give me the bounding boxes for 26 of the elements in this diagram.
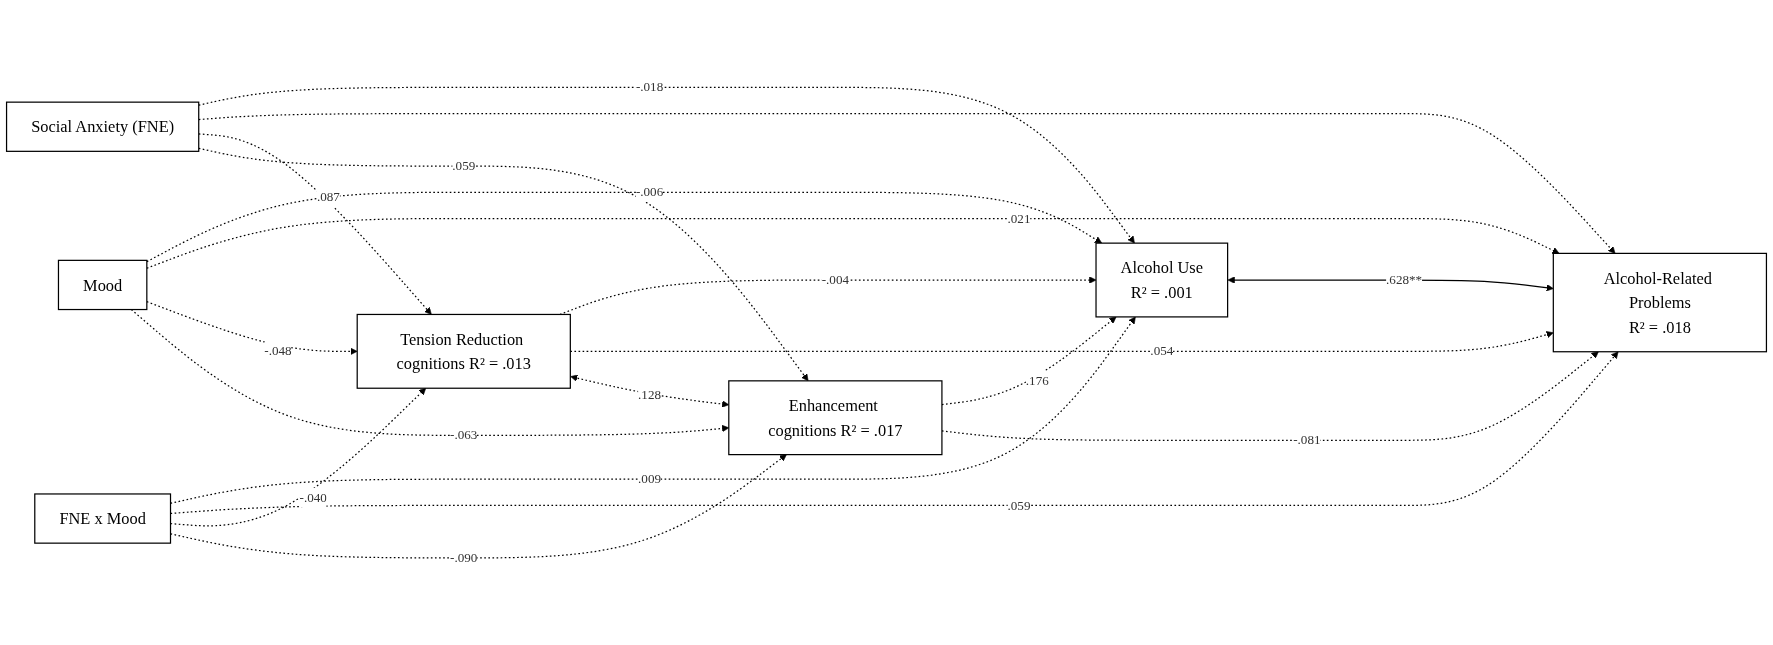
edge-label: -.048 bbox=[264, 343, 292, 358]
node-box: Alcohol-Related Problems R² = .018 bbox=[1552, 252, 1768, 353]
node-box: Enhancement cognitions R² = .017 bbox=[728, 380, 943, 456]
node-box: Alcohol Use R² = .001 bbox=[1095, 242, 1229, 318]
edge-label: .176 bbox=[1025, 372, 1049, 387]
edge-label: -.004 bbox=[821, 272, 850, 287]
edge-label: .054 bbox=[1150, 343, 1174, 358]
edge-label: -.018 bbox=[635, 79, 664, 94]
edge-label: -.081 bbox=[1293, 432, 1321, 447]
edge-label: -.090 bbox=[450, 550, 478, 565]
node-box: Social Anxiety (FNE) bbox=[5, 101, 200, 152]
arrow bbox=[1227, 276, 1554, 292]
edge-label: .059 bbox=[1007, 497, 1031, 512]
edge-label: .128 bbox=[638, 387, 662, 402]
edge-label: -.063 bbox=[450, 427, 478, 442]
node-box: Tension Reduction cognitions R² = .013 bbox=[356, 313, 571, 389]
edge-label: .059 bbox=[452, 158, 476, 173]
edge-label: -.040 bbox=[299, 489, 327, 504]
edge-label: -.006 bbox=[635, 184, 664, 199]
edge-label: .009 bbox=[638, 471, 662, 486]
edge-label: .628** bbox=[1386, 272, 1423, 287]
edge-label: .087 bbox=[316, 189, 340, 204]
node-box: FNE x Mood bbox=[34, 493, 172, 544]
arrow bbox=[146, 191, 1103, 263]
node-box: Mood bbox=[57, 259, 148, 310]
edge-label: .021 bbox=[1007, 211, 1031, 225]
